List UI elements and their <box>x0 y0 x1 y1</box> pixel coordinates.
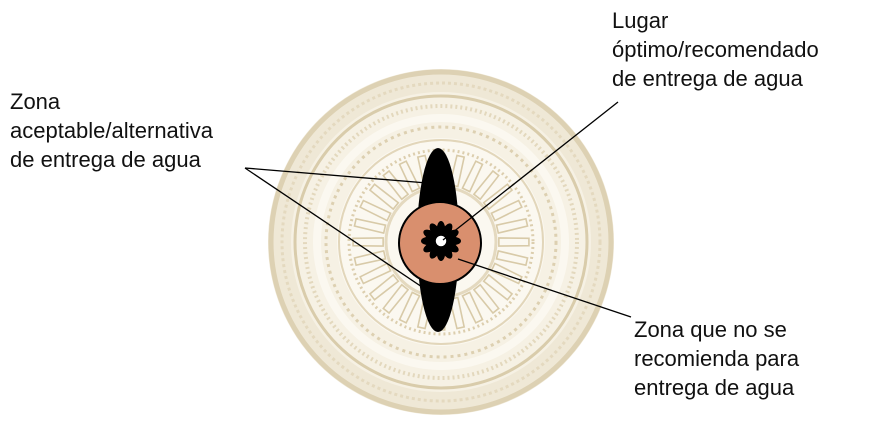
label-acceptable-zone: Zona aceptable/alternativa de entrega de… <box>10 87 213 174</box>
label-notrec-line-3: entrega de agua <box>634 373 799 402</box>
label-notrec-line-1: Zona que no se <box>634 315 799 344</box>
label-not-recommended-zone: Zona que no se recomienda para entrega d… <box>634 315 799 402</box>
optimal-spot <box>435 235 447 247</box>
label-optimal-line-2: óptimo/recomendado <box>612 35 819 64</box>
label-acceptable-line-3: de entrega de agua <box>10 145 213 174</box>
label-acceptable-line-2: aceptable/alternativa <box>10 116 213 145</box>
label-optimal-line-3: de entrega de agua <box>612 64 819 93</box>
label-optimal-spot: Lugar óptimo/recomendado de entrega de a… <box>612 6 819 93</box>
label-optimal-line-1: Lugar <box>612 6 819 35</box>
label-notrec-line-2: recomienda para <box>634 344 799 373</box>
label-acceptable-line-1: Zona <box>10 87 213 116</box>
